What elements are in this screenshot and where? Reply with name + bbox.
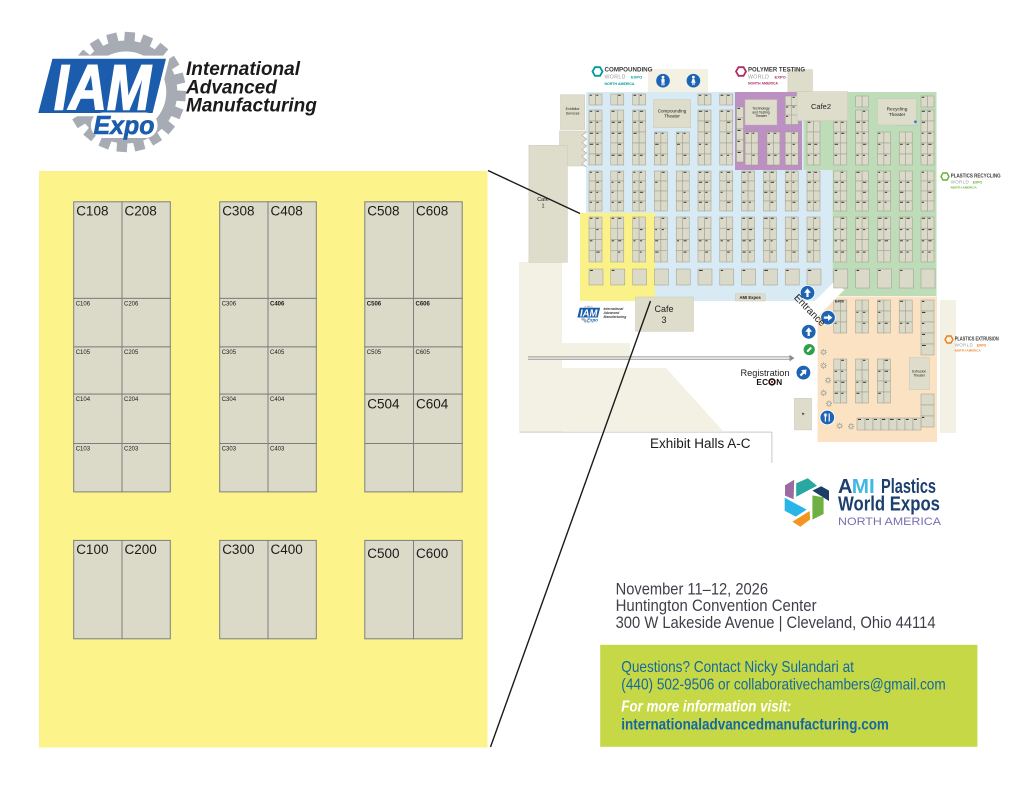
svg-text:EXPO: EXPO xyxy=(631,75,642,80)
svg-text:C303: C303 xyxy=(222,447,237,453)
svg-text:Theater: Theater xyxy=(755,114,768,118)
svg-text:A: A xyxy=(838,476,852,498)
svg-text:NORTH AMERICA: NORTH AMERICA xyxy=(951,186,978,190)
svg-text:C106: C106 xyxy=(76,301,91,307)
svg-text:C504: C504 xyxy=(367,397,400,412)
svg-text:C605: C605 xyxy=(416,350,431,356)
svg-text:Recycling: Recycling xyxy=(887,107,908,113)
svg-text:Manufacturing: Manufacturing xyxy=(186,96,317,117)
svg-text:and Testing: and Testing xyxy=(752,110,769,114)
svg-text:World Expos: World Expos xyxy=(838,494,940,516)
svg-text:Cafe2: Cafe2 xyxy=(811,102,831,111)
svg-text:C203: C203 xyxy=(124,447,139,453)
svg-text:Compounding: Compounding xyxy=(658,109,687,114)
svg-text:C108: C108 xyxy=(76,203,108,218)
svg-text:C204: C204 xyxy=(124,397,139,403)
svg-text:C403: C403 xyxy=(270,447,285,453)
svg-text:C200: C200 xyxy=(125,542,157,557)
svg-text:Theater: Theater xyxy=(889,112,906,118)
svg-text:Theater: Theater xyxy=(913,373,926,377)
svg-text:C505: C505 xyxy=(367,350,382,356)
svg-text:NORTH AMERICA: NORTH AMERICA xyxy=(955,349,982,353)
svg-text:C404: C404 xyxy=(270,397,285,403)
svg-text:C208: C208 xyxy=(125,203,157,218)
svg-text:1: 1 xyxy=(541,204,544,210)
svg-text:(440) 502-9506 or collaborativ: (440) 502-9506 or collaborativechambers@… xyxy=(621,676,945,693)
svg-text:C606: C606 xyxy=(416,301,431,307)
svg-text:Expo: Expo xyxy=(587,318,598,323)
svg-text:IAM: IAM xyxy=(54,52,152,124)
svg-text:C408: C408 xyxy=(271,203,303,218)
svg-text:AMI Expos: AMI Expos xyxy=(739,295,761,300)
svg-text:PLASTICS RECYCLING: PLASTICS RECYCLING xyxy=(951,174,1001,180)
svg-text:Theater: Theater xyxy=(664,114,680,119)
svg-text:NORTH AMERICA: NORTH AMERICA xyxy=(605,82,636,86)
svg-text:Cafe: Cafe xyxy=(654,304,673,314)
svg-text:WORLD: WORLD xyxy=(951,180,969,185)
svg-text:Advanced: Advanced xyxy=(603,311,621,315)
svg-text:EXPO: EXPO xyxy=(973,181,983,185)
svg-text:Exhibit Halls A-C: Exhibit Halls A-C xyxy=(650,436,751,451)
svg-text:C506: C506 xyxy=(367,301,382,307)
svg-text:C406: C406 xyxy=(270,301,285,307)
svg-text:300 W Lakeside Avenue | Clevel: 300 W Lakeside Avenue | Cleveland, Ohio … xyxy=(616,614,936,632)
svg-text:C608: C608 xyxy=(416,203,448,218)
svg-text:POLYMER TESTING: POLYMER TESTING xyxy=(748,67,805,74)
svg-text:EC: EC xyxy=(756,378,768,387)
svg-text:Advanced: Advanced xyxy=(185,77,277,98)
svg-text:⚑: ⚑ xyxy=(801,412,805,417)
svg-text:3: 3 xyxy=(661,315,666,325)
svg-text:NORTH AMERICA: NORTH AMERICA xyxy=(838,516,942,528)
svg-text:C604: C604 xyxy=(416,397,449,412)
svg-text:International: International xyxy=(186,59,301,80)
svg-text:Manufacturing: Manufacturing xyxy=(604,315,627,319)
svg-text:C600: C600 xyxy=(416,546,448,561)
svg-text:C305: C305 xyxy=(222,350,237,356)
svg-text:For more information visit:: For more information visit: xyxy=(621,699,791,716)
svg-text:N: N xyxy=(776,378,782,387)
svg-text:PLASTICS EXTRUSION: PLASTICS EXTRUSION xyxy=(955,337,999,343)
svg-text:IAM: IAM xyxy=(580,309,598,320)
svg-text:C100: C100 xyxy=(76,542,108,557)
svg-text:C500: C500 xyxy=(367,546,399,561)
svg-text:November 11–12, 2026: November 11–12, 2026 xyxy=(616,580,768,598)
svg-text:Huntington Convention Center: Huntington Convention Center xyxy=(616,597,818,615)
svg-text:C105: C105 xyxy=(76,350,91,356)
svg-text:Extrusion: Extrusion xyxy=(912,370,926,374)
svg-text:WORLD: WORLD xyxy=(605,75,626,81)
svg-text:Services: Services xyxy=(566,112,580,116)
svg-text:Questions? Contact Nicky Sulan: Questions? Contact Nicky Sulandari at xyxy=(621,659,854,676)
svg-text:C304: C304 xyxy=(222,397,237,403)
svg-text:C508: C508 xyxy=(367,203,399,218)
svg-text:Cafe: Cafe xyxy=(537,197,549,203)
svg-text:internationaladvancedmanufactu: internationaladvancedmanufacturing.com xyxy=(621,716,889,733)
svg-text:EXPO: EXPO xyxy=(775,75,786,80)
svg-text:C405: C405 xyxy=(270,350,285,356)
svg-text:C308: C308 xyxy=(222,203,254,218)
svg-text:Expo: Expo xyxy=(94,110,155,140)
svg-text:Exhibitor: Exhibitor xyxy=(566,107,581,111)
svg-text:International: International xyxy=(604,307,624,311)
svg-text:WORLD: WORLD xyxy=(748,75,769,81)
svg-text:E400: E400 xyxy=(835,300,844,304)
svg-text:WORLD: WORLD xyxy=(955,343,973,348)
svg-text:C205: C205 xyxy=(124,350,139,356)
svg-text:C104: C104 xyxy=(76,397,91,403)
svg-text:Technology: Technology xyxy=(752,107,769,111)
svg-text:COMPOUNDING: COMPOUNDING xyxy=(605,67,653,74)
svg-text:C103: C103 xyxy=(76,447,91,453)
svg-text:Registration: Registration xyxy=(740,368,789,378)
svg-text:NORTH AMERICA: NORTH AMERICA xyxy=(748,82,779,86)
svg-text:C400: C400 xyxy=(271,542,303,557)
svg-text:EXPO: EXPO xyxy=(977,344,987,348)
svg-text:Plastics: Plastics xyxy=(881,476,936,498)
svg-text:C206: C206 xyxy=(124,301,139,307)
svg-text:C300: C300 xyxy=(222,542,254,557)
svg-text:MI: MI xyxy=(852,476,875,498)
svg-text:C306: C306 xyxy=(222,301,237,307)
